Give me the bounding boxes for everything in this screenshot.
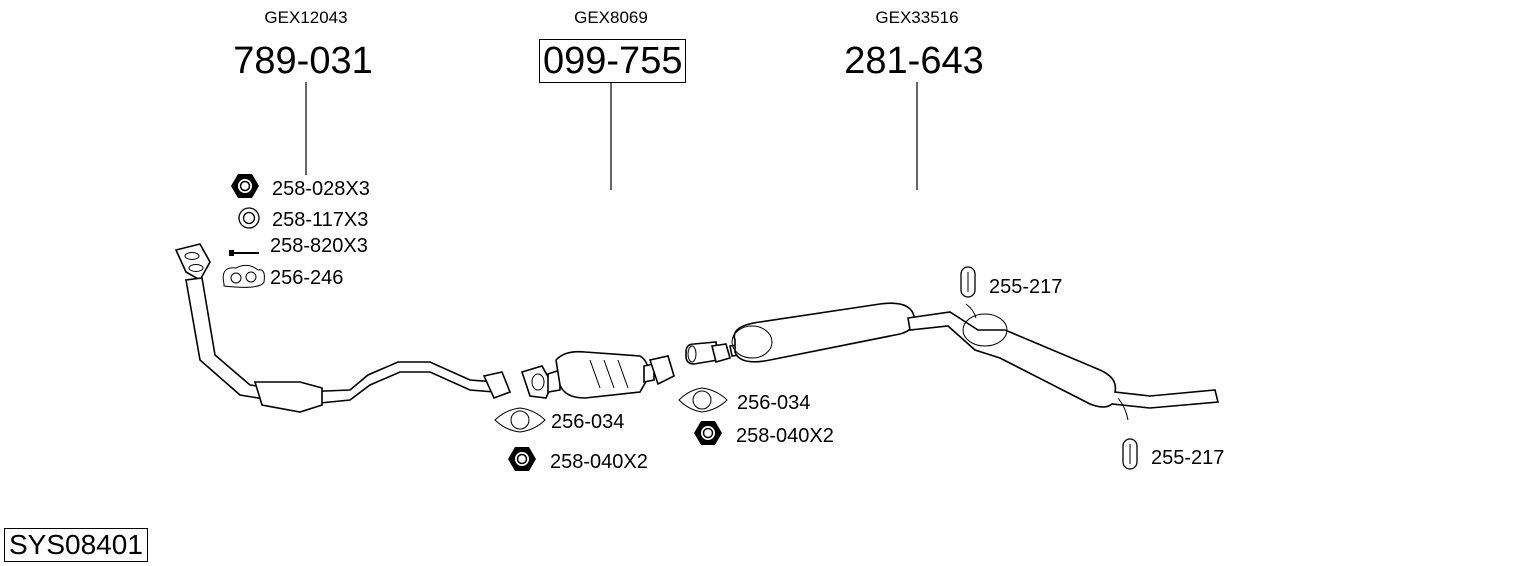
label-nut-258-040-rear[interactable]: 258-040X2 [736,425,834,447]
label-gasket-256-034-rear[interactable]: 256-034 [737,392,811,414]
label-gasket-256-246[interactable]: 256-246 [270,267,344,289]
two-hole-gasket-icon [678,387,728,413]
hex-nut-icon [694,421,722,445]
part-number-silencer[interactable]: 281-643 [844,40,984,82]
rubber-hanger-icon [1122,438,1138,470]
hex-nut-icon [231,174,259,198]
part-number-catalytic-converter[interactable]: 099-755 [539,39,687,83]
part-number-front-pipe[interactable]: 789-031 [233,40,373,82]
label-hanger-255-217-top[interactable]: 255-217 [989,276,1063,298]
three-hole-gasket-icon [222,264,265,288]
gex-code-silencer: GEX33516 [875,8,959,27]
gex-code-catalytic-converter: GEX8069 [574,8,648,27]
rubber-hanger-icon [960,266,976,298]
washer-ring-icon [238,207,260,229]
label-washer-258-117[interactable]: 258-117X3 [272,209,369,231]
label-hanger-255-217-bottom[interactable]: 255-217 [1151,447,1225,469]
catalytic-converter-icon [520,350,675,399]
silencer-assembly-icon [685,302,1220,421]
label-gasket-256-034-front[interactable]: 256-034 [551,411,625,433]
label-bolt-258-820[interactable]: 258-820X3 [270,235,368,257]
hex-nut-icon [508,447,536,471]
system-code-badge: SYS08401 [4,528,148,562]
bolt-icon [229,250,259,256]
label-nut-258-040-front[interactable]: 258-040X2 [550,451,648,473]
front-pipe-icon [174,243,512,413]
label-nut-258-028[interactable]: 258-028X3 [272,178,370,200]
gex-code-front-pipe: GEX12043 [264,8,348,27]
two-hole-gasket-icon [494,407,546,433]
